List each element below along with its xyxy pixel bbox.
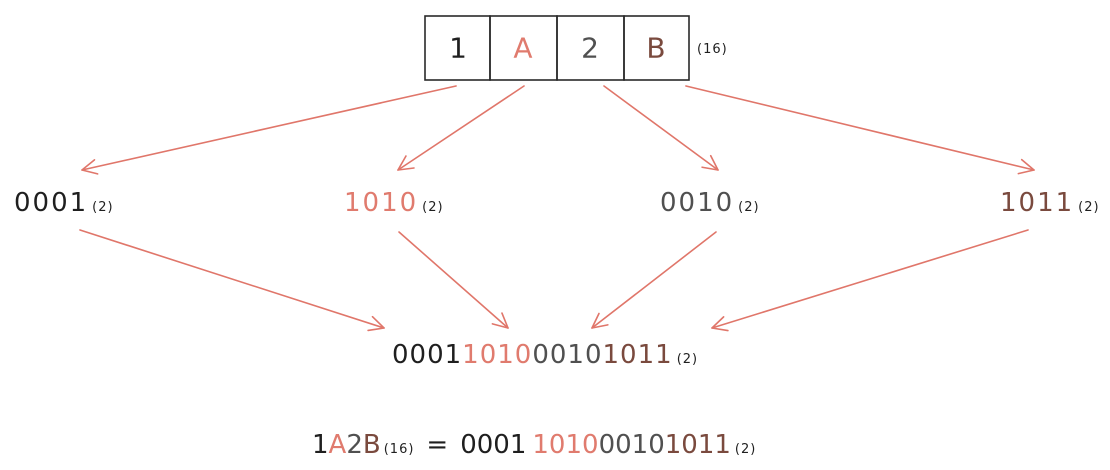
hex-base-label: (16) xyxy=(697,42,728,57)
binary-group-3-bits: 1011 xyxy=(1000,188,1074,218)
combined-base: (2) xyxy=(677,352,698,367)
equation-lhs-base: (16) xyxy=(384,442,415,457)
merge-arrow-2 xyxy=(591,231,717,329)
split-arrow-0 xyxy=(81,85,457,175)
combined-part-3: 1011 xyxy=(603,340,673,370)
hex-digit-1: A xyxy=(513,32,532,65)
binary-group-2-base: (2) xyxy=(738,200,759,215)
hex-cell-box-3 xyxy=(623,15,690,81)
split-arrow-2 xyxy=(603,85,719,171)
binary-group-3: 1011 (2) xyxy=(1000,188,1100,218)
binary-group-1: 1010 (2) xyxy=(344,188,444,218)
binary-groups: 0001 (2) 1010 (2) 0010 (2) 1011 (2) xyxy=(14,188,1100,218)
merge-arrows xyxy=(79,229,1029,332)
equation-lhs-0: 1 xyxy=(312,430,329,460)
binary-group-3-base: (2) xyxy=(1078,200,1099,215)
equation-lhs-1: A xyxy=(329,430,347,460)
split-arrow-1 xyxy=(397,85,525,171)
binary-group-0: 0001 (2) xyxy=(14,188,114,218)
equation-rhs-1: 1010 xyxy=(532,430,598,460)
merge-arrow-3 xyxy=(711,229,1029,332)
binary-group-2: 0010 (2) xyxy=(660,188,760,218)
binary-group-2-bits: 0010 xyxy=(660,188,734,218)
equation-rhs-0: 0001 xyxy=(460,430,526,460)
binary-group-0-bits: 0001 xyxy=(14,188,88,218)
equation-rhs-3: 1011 xyxy=(665,430,731,460)
equation-lhs-2: 2 xyxy=(346,430,363,460)
equation-equals: = xyxy=(426,430,448,460)
split-arrows xyxy=(81,85,1035,175)
hex-digit-2: 2 xyxy=(581,32,599,65)
equation-rhs-2: 0010 xyxy=(599,430,665,460)
equation-rhs-base: (2) xyxy=(735,442,756,457)
hex-digit-0: 1 xyxy=(449,32,467,65)
combined-binary: 0001101000101011 (2) xyxy=(392,340,698,370)
combined-part-0: 0001 xyxy=(392,340,462,370)
binary-group-0-base: (2) xyxy=(92,200,113,215)
merge-arrow-0 xyxy=(79,229,385,332)
binary-group-1-bits: 1010 xyxy=(344,188,418,218)
combined-part-1: 1010 xyxy=(462,340,532,370)
binary-group-1-base: (2) xyxy=(422,200,443,215)
hex-digit-3: B xyxy=(646,32,665,65)
combined-part-2: 0010 xyxy=(532,340,602,370)
merge-arrow-1 xyxy=(398,231,509,329)
equation-lhs-3: B xyxy=(363,430,381,460)
split-arrow-3 xyxy=(685,85,1035,175)
hex-number-boxes: 1 A 2 B (16) xyxy=(424,15,728,81)
